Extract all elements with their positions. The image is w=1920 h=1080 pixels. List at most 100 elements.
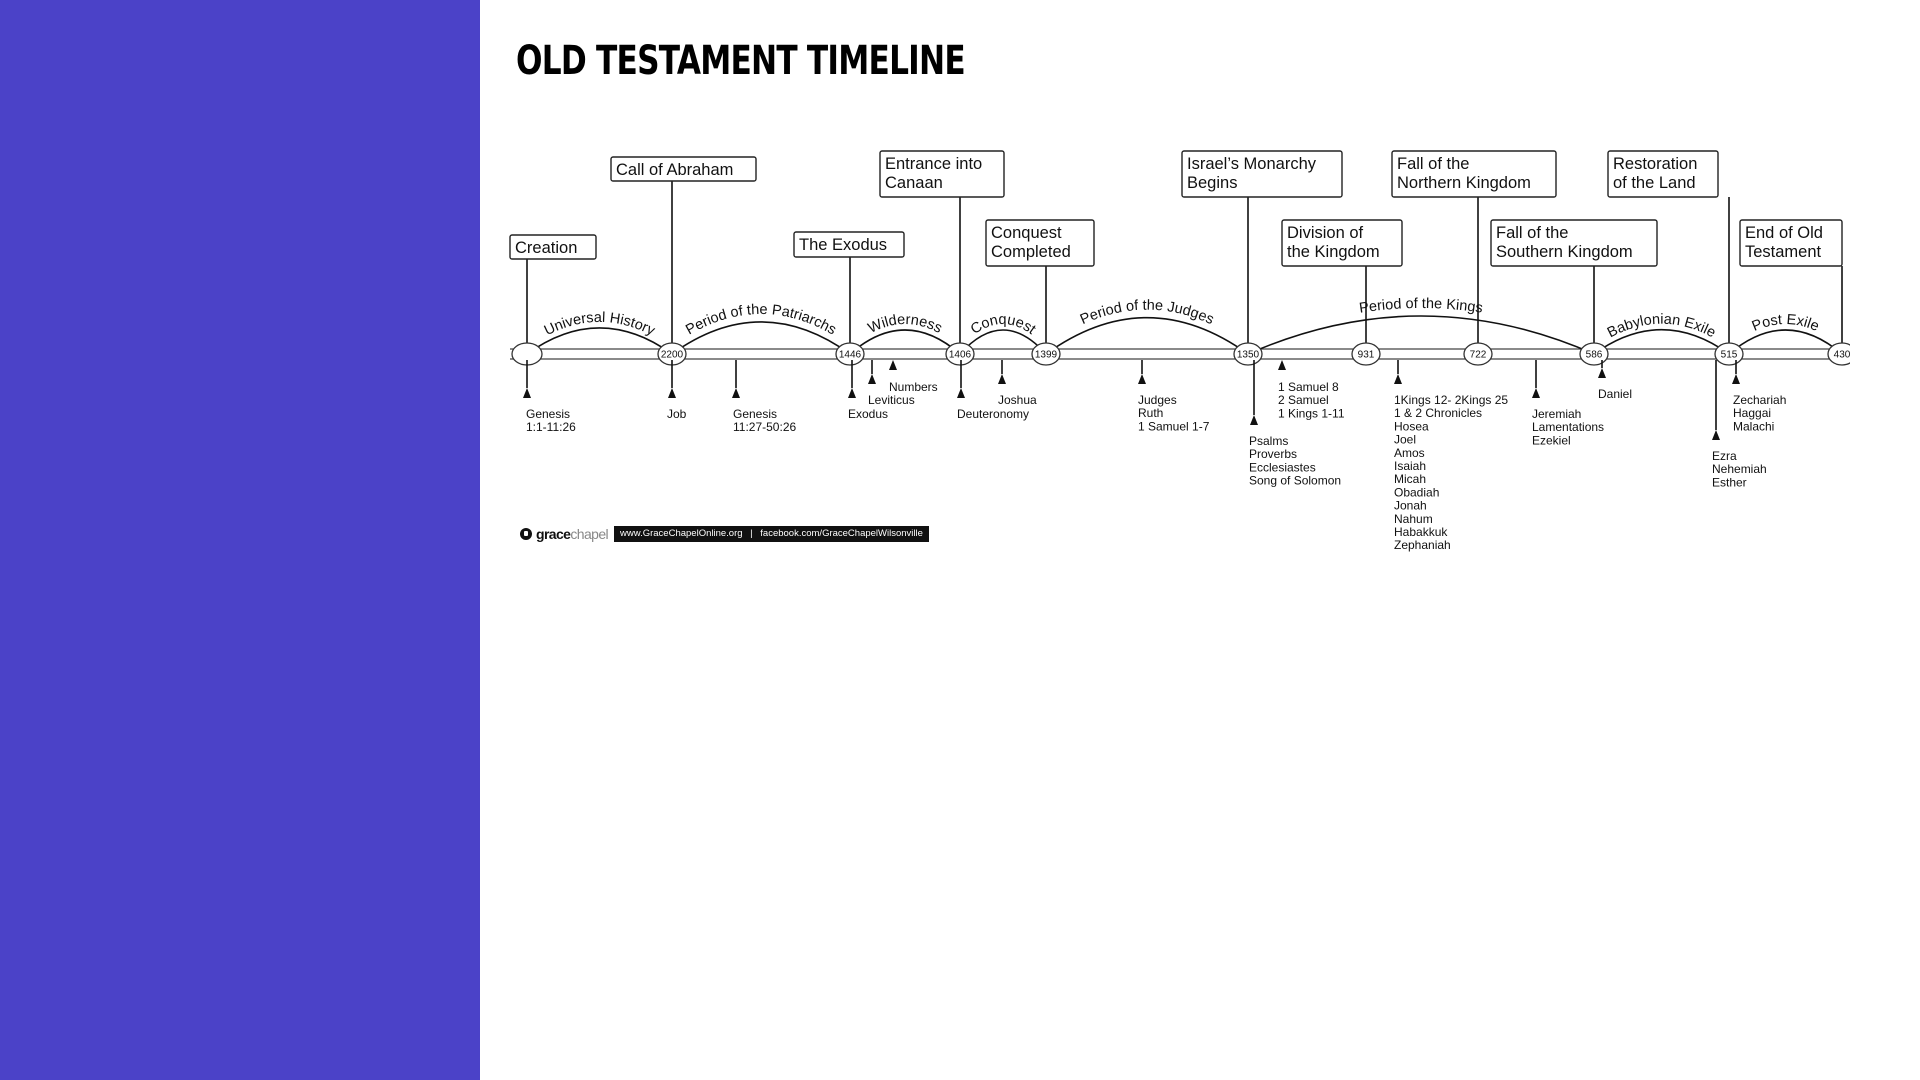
event-box — [879, 150, 1005, 198]
book-text: Malachi — [1733, 419, 1774, 433]
period-label: Period of the Judges — [1078, 298, 1216, 328]
date-node-label: 1446 — [839, 350, 862, 361]
book-pointer-icon — [1532, 388, 1540, 398]
period-label: Period of the Kings — [1358, 296, 1484, 317]
facebook-link[interactable]: facebook.com/GraceChapelWilsonville — [760, 528, 923, 539]
date-node-circle — [1463, 342, 1493, 366]
book-pointer-icon — [1250, 415, 1258, 425]
book-text: Jeremiah — [1532, 407, 1581, 421]
date-node-circle — [835, 342, 865, 366]
date-node-circle — [1351, 342, 1381, 366]
footer: grace chapel www.GraceChapelOnline.org |… — [520, 526, 929, 542]
page-title: OLD TESTAMENT TIMELINE — [516, 38, 966, 84]
book-marker: Joshua — [998, 360, 1037, 407]
date-node-label: 931 — [1358, 350, 1375, 361]
event-text: the Kingdom — [1287, 243, 1380, 261]
period-label: Babylonian Exile — [1605, 312, 1718, 342]
book-marker: Daniel — [1598, 360, 1632, 401]
book-pointer-icon — [1138, 374, 1146, 384]
book-text: Ecclesiastes — [1249, 460, 1316, 474]
period-arc — [526, 327, 673, 355]
book-text: Genesis — [526, 407, 570, 421]
book-text: 1:1-11:26 — [526, 420, 576, 434]
event-text: Begins — [1187, 174, 1237, 192]
date-node-circle — [1031, 342, 1061, 366]
event-box — [985, 219, 1095, 267]
footer-separator: | — [750, 528, 753, 539]
book-text: Song of Solomon — [1249, 474, 1341, 488]
event-text: of the Land — [1613, 174, 1696, 192]
website-link[interactable]: www.GraceChapelOnline.org — [620, 528, 743, 539]
book-text: Hosea — [1394, 419, 1429, 433]
period-label: Period of the Patriarchs — [683, 302, 839, 338]
event-text: Division of — [1287, 224, 1364, 242]
period-arc — [671, 321, 851, 355]
date-node-circle — [1579, 342, 1609, 366]
book-text: Numbers — [889, 380, 938, 394]
period-label-path — [1046, 310, 1248, 346]
event-label: Call of Abraham — [610, 156, 757, 344]
period-arc — [849, 329, 961, 355]
book-text: Ezekiel — [1532, 433, 1571, 447]
event-label: The Exodus — [793, 231, 905, 344]
book-text: Genesis — [733, 407, 777, 421]
date-node: 430 — [1827, 342, 1850, 366]
book-text: Zechariah — [1733, 393, 1786, 407]
book-text: Micah — [1394, 472, 1426, 486]
book-text: Psalms — [1249, 434, 1288, 448]
book-pointer-icon — [668, 388, 676, 398]
book-text: Daniel — [1598, 387, 1632, 401]
logo-grace: grace — [536, 526, 571, 542]
date-node: 2200 — [657, 342, 687, 366]
period-arc — [1247, 315, 1595, 355]
book-text: Amos — [1394, 446, 1425, 460]
book-text: Nahum — [1394, 512, 1433, 526]
event-box — [1181, 150, 1343, 198]
book-pointer-icon — [868, 374, 876, 384]
book-text: 2 Samuel — [1278, 393, 1329, 407]
book-text: 1 Samuel 8 — [1278, 380, 1339, 394]
period-label-text: Wilderness — [866, 312, 945, 337]
book-pointer-icon — [998, 374, 1006, 384]
event-text: Canaan — [885, 174, 943, 192]
book-text: Ruth — [1138, 406, 1163, 420]
logo-chapel: chapel — [570, 526, 609, 542]
book-text: Leviticus — [868, 393, 915, 407]
date-node-label: 515 — [1721, 350, 1738, 361]
book-text: Exodus — [848, 407, 888, 421]
book-text: 1 Samuel 1-7 — [1138, 419, 1210, 433]
event-label: Creation — [509, 234, 597, 344]
date-node-label: 1399 — [1035, 350, 1058, 361]
period-label-text: Universal History — [542, 310, 658, 340]
date-node-label: 722 — [1470, 350, 1487, 361]
book-pointer-icon — [523, 388, 531, 398]
book-marker: Job — [667, 360, 687, 421]
date-node: 586 — [1579, 342, 1609, 366]
date-node-label: 586 — [1586, 350, 1603, 361]
period-label-text: Babylonian Exile — [1605, 312, 1718, 342]
book-text: 1Kings 12- 2Kings 25 — [1394, 393, 1508, 407]
book-text: Deuteronomy — [957, 407, 1029, 421]
period-arc — [1728, 329, 1843, 355]
event-box — [1607, 150, 1719, 198]
period-label: Wilderness — [866, 312, 945, 337]
event-text: Restoration — [1613, 155, 1697, 173]
event-text: Fall of the — [1496, 224, 1568, 242]
book-text: Nehemiah — [1712, 462, 1767, 476]
book-pointer-icon — [1394, 374, 1402, 384]
event-box — [1281, 219, 1403, 267]
date-node-circle — [1233, 342, 1263, 366]
date-node-label: 1406 — [949, 350, 972, 361]
period-label: Conquest — [968, 312, 1038, 338]
book-text: Joel — [1394, 433, 1416, 447]
